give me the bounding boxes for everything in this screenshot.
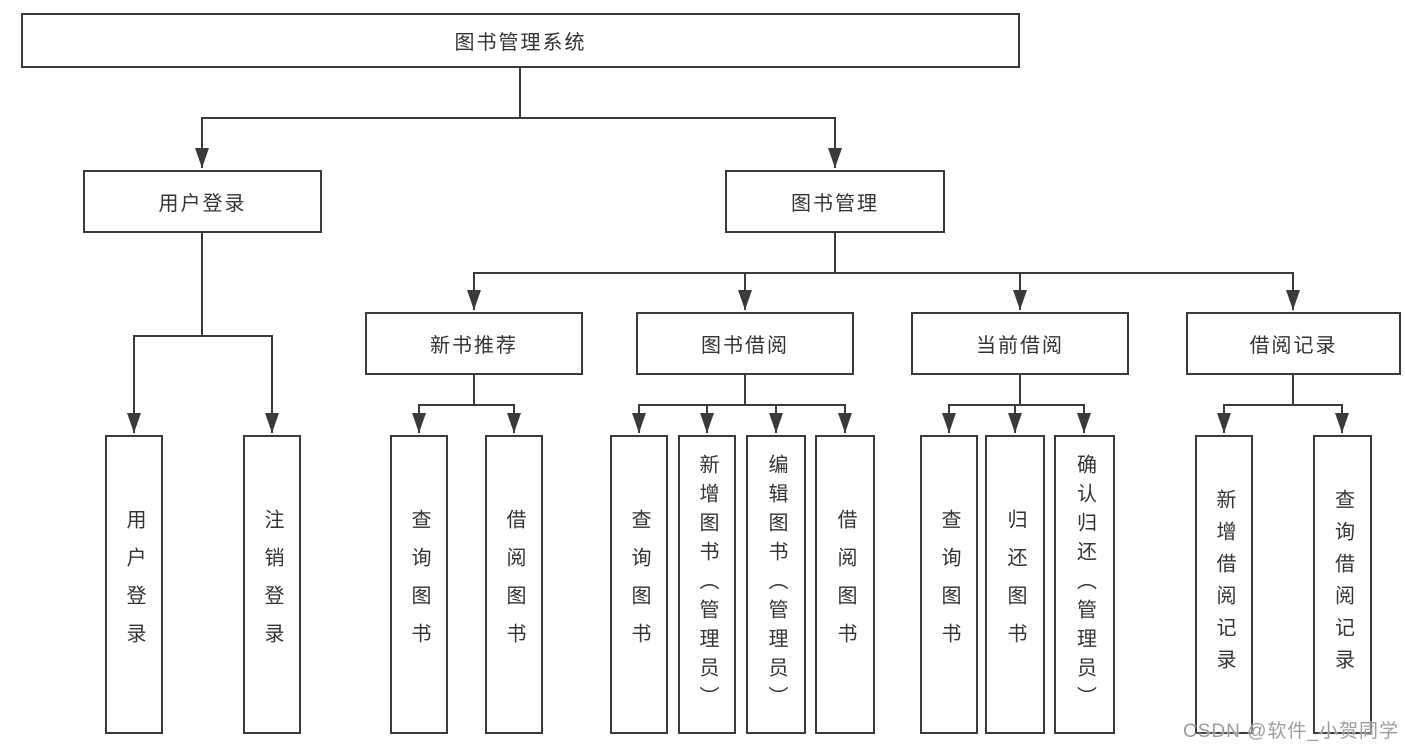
node-query-books: 查询图书	[610, 435, 668, 734]
node-edit-books-admin: 编辑图书（管理员）	[746, 435, 806, 734]
node-label: 编辑图书（管理员）	[765, 454, 787, 715]
node-label: 图书借阅	[701, 335, 789, 357]
node-label: 查询借阅记录	[1331, 488, 1354, 681]
node-user-login-branch: 用户登录	[83, 170, 322, 233]
node-label: 新增图书（管理员）	[696, 454, 718, 715]
node-query-books: 查询图书	[920, 435, 978, 734]
node-label: 新书推荐	[430, 335, 518, 357]
node-label: 归还图书	[1004, 508, 1026, 661]
node-library-management-system: 图书管理系统	[21, 13, 1020, 68]
node-return-books: 归还图书	[985, 435, 1045, 734]
node-borrow-books: 借阅图书	[815, 435, 875, 734]
node-book-management-branch: 图书管理	[725, 170, 945, 233]
node-label: 注销登录	[261, 508, 283, 661]
node-current-borrow: 当前借阅	[911, 312, 1129, 375]
node-label: 当前借阅	[976, 335, 1064, 357]
node-label: 借阅记录	[1249, 335, 1338, 357]
node-label: 借阅图书	[503, 508, 525, 661]
node-add-borrow-record: 新增借阅记录	[1195, 435, 1253, 734]
node-query-borrow-record: 查询借阅记录	[1313, 435, 1372, 734]
node-confirm-return-admin: 确认归还（管理员）	[1054, 435, 1115, 734]
node-label: 图书管理系统	[454, 32, 587, 54]
node-book-borrow: 图书借阅	[636, 312, 854, 375]
node-borrow-books: 借阅图书	[485, 435, 543, 734]
csdn-watermark: CSDN @软件_小贺同学	[1183, 721, 1399, 742]
node-label: 借阅图书	[834, 508, 856, 661]
node-label: 新增借阅记录	[1213, 488, 1235, 681]
node-label: 用户登录	[158, 193, 247, 215]
node-label: 确认归还（管理员）	[1073, 454, 1096, 715]
node-new-book-recommend: 新书推荐	[365, 312, 583, 375]
node-label: 查询图书	[628, 508, 650, 661]
node-label: 查询图书	[938, 508, 960, 661]
node-add-books-admin: 新增图书（管理员）	[678, 435, 736, 734]
node-label: 图书管理	[791, 193, 879, 215]
node-logout: 注销登录	[243, 435, 301, 734]
node-borrow-record: 借阅记录	[1186, 312, 1401, 375]
node-user-login: 用户登录	[105, 435, 163, 734]
node-label: 查询图书	[408, 508, 430, 661]
node-label: 用户登录	[123, 508, 145, 661]
node-query-books: 查询图书	[390, 435, 448, 734]
